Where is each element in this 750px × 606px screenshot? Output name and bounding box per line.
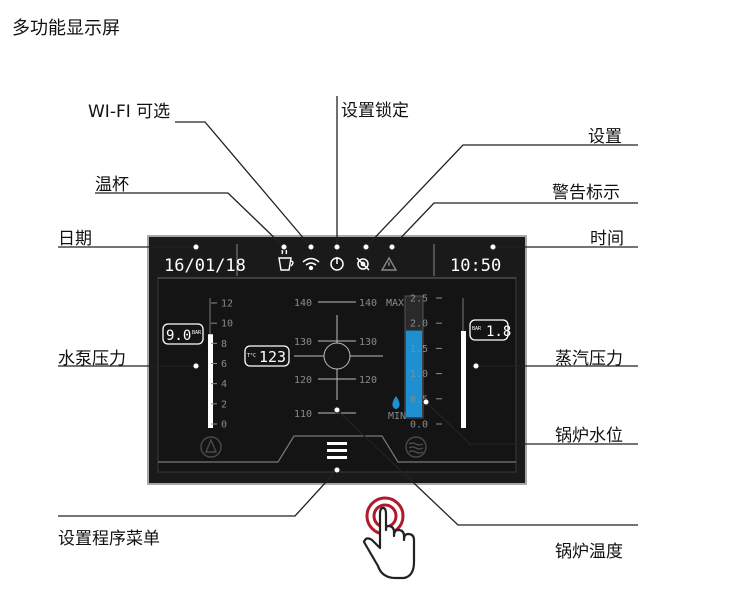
wifi-icon bbox=[302, 257, 320, 271]
page-title: 多功能显示屏 bbox=[12, 18, 120, 39]
steam-tick-label: 0.0 bbox=[410, 420, 428, 431]
steam-level-bar bbox=[461, 331, 466, 428]
temp-tick: 130 bbox=[359, 337, 377, 348]
time-label: 时间 bbox=[590, 229, 624, 249]
pump-value-box bbox=[162, 323, 204, 345]
temp-tick: 140 bbox=[294, 298, 312, 309]
pump-value: 9.0 bbox=[166, 328, 191, 344]
settings-lock-label: 设置锁定 bbox=[341, 101, 409, 121]
boiler-temp-label: 锅炉温度 bbox=[555, 542, 623, 562]
pump-tick-label: 2 bbox=[221, 399, 227, 410]
boiler-level-label: 锅炉水位 bbox=[555, 426, 623, 446]
steam-tick-label: 2.5 bbox=[410, 294, 428, 305]
pump-gauge: 12 10 8 6 4 2 0 bbox=[208, 298, 233, 431]
temp-unit: T°C bbox=[247, 353, 256, 359]
steam-unit: BAR bbox=[472, 326, 482, 332]
touch-hand-icon bbox=[362, 496, 416, 580]
date-label: 日期 bbox=[58, 229, 92, 249]
pump-tick-label: 8 bbox=[221, 339, 227, 350]
temp-value: 123 bbox=[259, 348, 286, 366]
water-drop-icon bbox=[392, 396, 400, 409]
temp-tick: 110 bbox=[294, 409, 312, 420]
level-min-label: MIN bbox=[388, 411, 406, 422]
steam-tick-label: 1.5 bbox=[410, 344, 428, 355]
steam-gauge: 2.5 2.0 1.5 1.0 0.5 0.0 bbox=[410, 294, 466, 431]
steam-value: 1.8 bbox=[486, 324, 511, 340]
pump-unit: BAR bbox=[192, 330, 202, 336]
pump-tick-label: 6 bbox=[221, 359, 227, 370]
temp-tick: 140 bbox=[359, 298, 377, 309]
steam-tick-label: 0.5 bbox=[410, 394, 428, 405]
settings-icon bbox=[356, 257, 370, 271]
pump-tick-label: 10 bbox=[221, 319, 233, 330]
level-max-label: MAX bbox=[386, 298, 404, 309]
temp-value-box bbox=[244, 345, 290, 367]
time-value: 10:50 bbox=[450, 256, 501, 276]
temp-tick: 120 bbox=[359, 375, 377, 386]
settings-menu-label: 设置程序菜单 bbox=[58, 529, 160, 549]
cup-warmer-icon bbox=[278, 249, 294, 271]
cup-warmer-label: 温杯 bbox=[95, 175, 129, 195]
temp-tick: 120 bbox=[294, 375, 312, 386]
date-value: 16/01/18 bbox=[164, 256, 246, 276]
pump-pressure-label: 水泵压力 bbox=[58, 349, 126, 369]
boiler-level-fill bbox=[406, 330, 422, 417]
leader-dots bbox=[192, 243, 497, 474]
steam-tick-label: 2.0 bbox=[410, 319, 428, 330]
pump-level-bar bbox=[208, 334, 213, 428]
power-lock-icon bbox=[330, 257, 344, 271]
settings-label: 设置 bbox=[588, 127, 622, 147]
pump-tick-label: 4 bbox=[221, 379, 227, 390]
pump-tick-label: 12 bbox=[221, 299, 233, 310]
steam-pressure-label: 蒸汽压力 bbox=[555, 349, 623, 369]
steam-value-box bbox=[469, 319, 509, 341]
temp-tick: 130 bbox=[294, 337, 312, 348]
warning-icon bbox=[380, 256, 398, 271]
leader-lines bbox=[58, 96, 638, 526]
menu-tab-outline bbox=[158, 435, 516, 463]
steam-tick-label: 1.0 bbox=[410, 369, 428, 380]
steam-icon bbox=[405, 436, 427, 458]
menu-icon bbox=[327, 442, 347, 459]
pump-icon bbox=[200, 436, 222, 458]
wifi-label: WI-FI 可选 bbox=[88, 102, 171, 122]
pump-tick-label: 0 bbox=[221, 420, 227, 431]
warning-label: 警告标示 bbox=[552, 183, 620, 203]
